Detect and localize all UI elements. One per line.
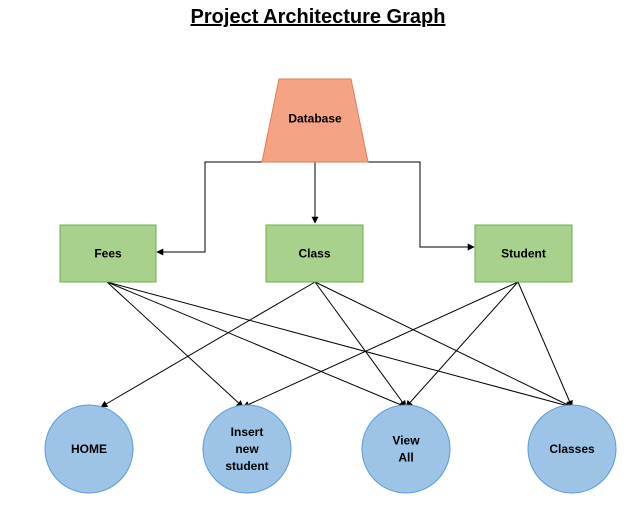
node-fees: Fees xyxy=(59,224,157,283)
edge-student-to-view xyxy=(405,281,519,408)
node-insert-label: new xyxy=(235,442,259,456)
node-fees-label: Fees xyxy=(94,247,122,261)
node-class-shape xyxy=(265,224,364,283)
node-classes: Classes xyxy=(527,404,617,494)
node-insert: Insert new student xyxy=(202,404,292,494)
node-database-shape xyxy=(261,78,369,163)
node-insert-label: Insert xyxy=(231,425,264,439)
edge-class-to-home xyxy=(100,281,316,408)
edge-fees-to-classes xyxy=(106,281,573,409)
node-view-label: View xyxy=(392,434,420,448)
node-view-label: All xyxy=(398,451,413,465)
node-classes-label: Classes xyxy=(549,442,595,456)
node-class: Class xyxy=(265,224,364,283)
node-home: HOME xyxy=(44,404,134,494)
node-database-label: Database xyxy=(288,112,342,126)
node-view-shape xyxy=(361,404,451,494)
edge-class-to-view xyxy=(314,281,407,408)
edge-student-to-insert xyxy=(242,281,519,408)
edge-database-to-student xyxy=(367,161,475,251)
node-student: Student xyxy=(474,224,573,283)
node-insert-label: student xyxy=(225,459,268,473)
edge-student-to-classes xyxy=(517,281,573,408)
node-insert-shape xyxy=(202,404,292,494)
node-home-label: HOME xyxy=(71,442,107,456)
edge-fees-to-insert xyxy=(106,281,244,408)
node-class-label: Class xyxy=(298,247,330,261)
node-fees-shape xyxy=(59,224,157,283)
edges-layer xyxy=(100,161,573,409)
edge-fees-to-view xyxy=(106,281,407,408)
edge-class-to-classes xyxy=(314,281,573,408)
node-database: Database xyxy=(261,78,369,163)
node-student-shape xyxy=(474,224,573,283)
node-home-shape xyxy=(44,404,134,494)
edge-database-to-fees xyxy=(156,161,263,256)
diagram-title: Project Architecture Graph xyxy=(190,6,446,28)
node-classes-shape xyxy=(527,404,617,494)
node-student-label: Student xyxy=(501,247,546,261)
